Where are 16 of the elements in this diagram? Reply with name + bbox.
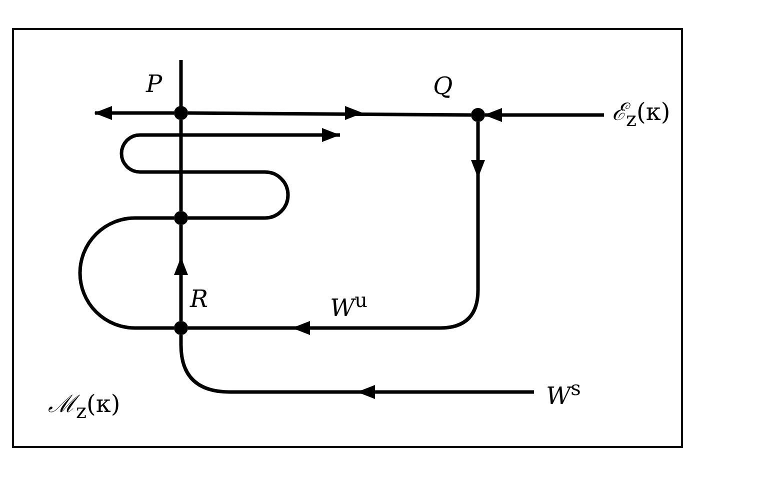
arrow [188, 106, 472, 120]
arrow [174, 225, 188, 321]
manifold-label: W$^{u}$ [330, 290, 368, 320]
point-label: R [190, 287, 208, 311]
arrow [188, 122, 485, 335]
point-label: Q [433, 74, 453, 98]
curve-line [78, 216, 174, 330]
manifold-label: ℳ$_{z}$(κ) [48, 392, 120, 421]
point-label: P [146, 72, 162, 96]
manifold-label: W$^{s}$ [546, 378, 581, 408]
manifold-label: ℰ$_{z}$(κ) [612, 100, 670, 129]
arrow [94, 106, 174, 120]
arrow [120, 128, 340, 220]
curve-line [179, 58, 183, 213]
arrow [484, 108, 604, 122]
arrow [179, 335, 534, 399]
